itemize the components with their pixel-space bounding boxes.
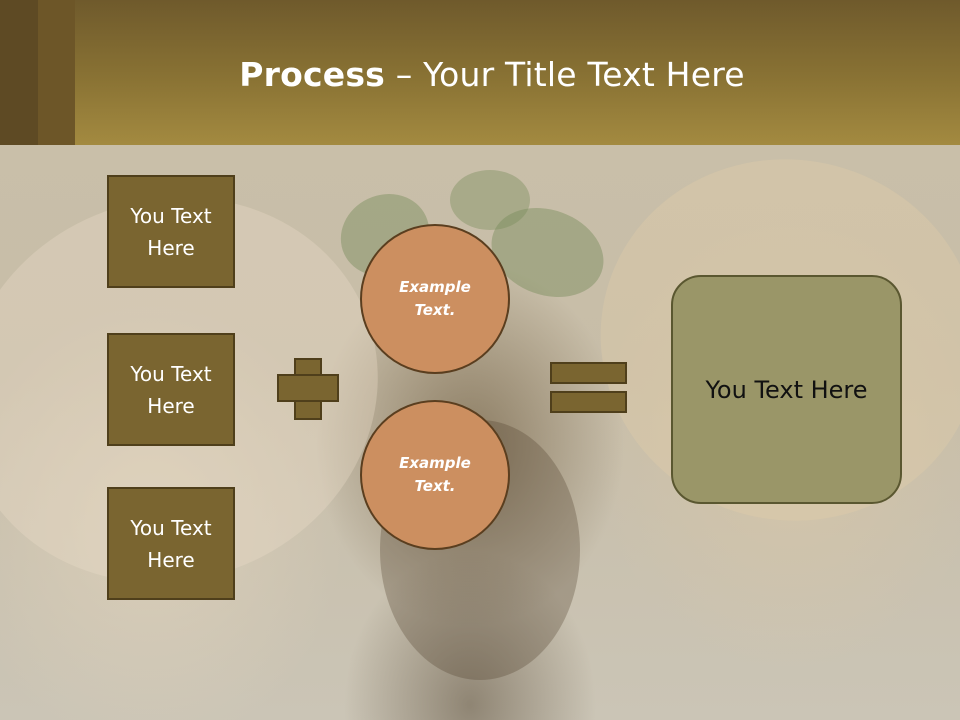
circle-label: Example Text.: [399, 454, 471, 495]
example-circle-1[interactable]: Example Text.: [360, 224, 510, 374]
text-box-label: You Text Here: [130, 203, 212, 260]
text-box-3[interactable]: You Text Here: [107, 487, 235, 600]
header-accent-strip: [38, 0, 75, 145]
example-circle-2[interactable]: Example Text.: [360, 400, 510, 550]
equals-icon-bar-top: [550, 362, 627, 384]
circle-label: Example Text.: [399, 278, 471, 319]
slide-title[interactable]: Process – Your Title Text Here: [0, 52, 960, 98]
background-leaf: [450, 170, 530, 230]
result-label: You Text Here: [705, 375, 868, 404]
text-box-1[interactable]: You Text Here: [107, 175, 235, 288]
equals-icon-bar-bottom: [550, 391, 627, 413]
header-bar: Process – Your Title Text Here: [0, 0, 960, 145]
text-box-2[interactable]: You Text Here: [107, 333, 235, 446]
header-accent-strip: [0, 0, 38, 145]
text-box-label: You Text Here: [130, 361, 212, 418]
slide-title-rest: – Your Title Text Here: [385, 55, 745, 94]
text-box-label: You Text Here: [130, 515, 212, 572]
plus-icon-center: [296, 376, 320, 400]
result-box[interactable]: You Text Here: [671, 275, 902, 504]
slide-title-bold: Process: [239, 55, 386, 94]
